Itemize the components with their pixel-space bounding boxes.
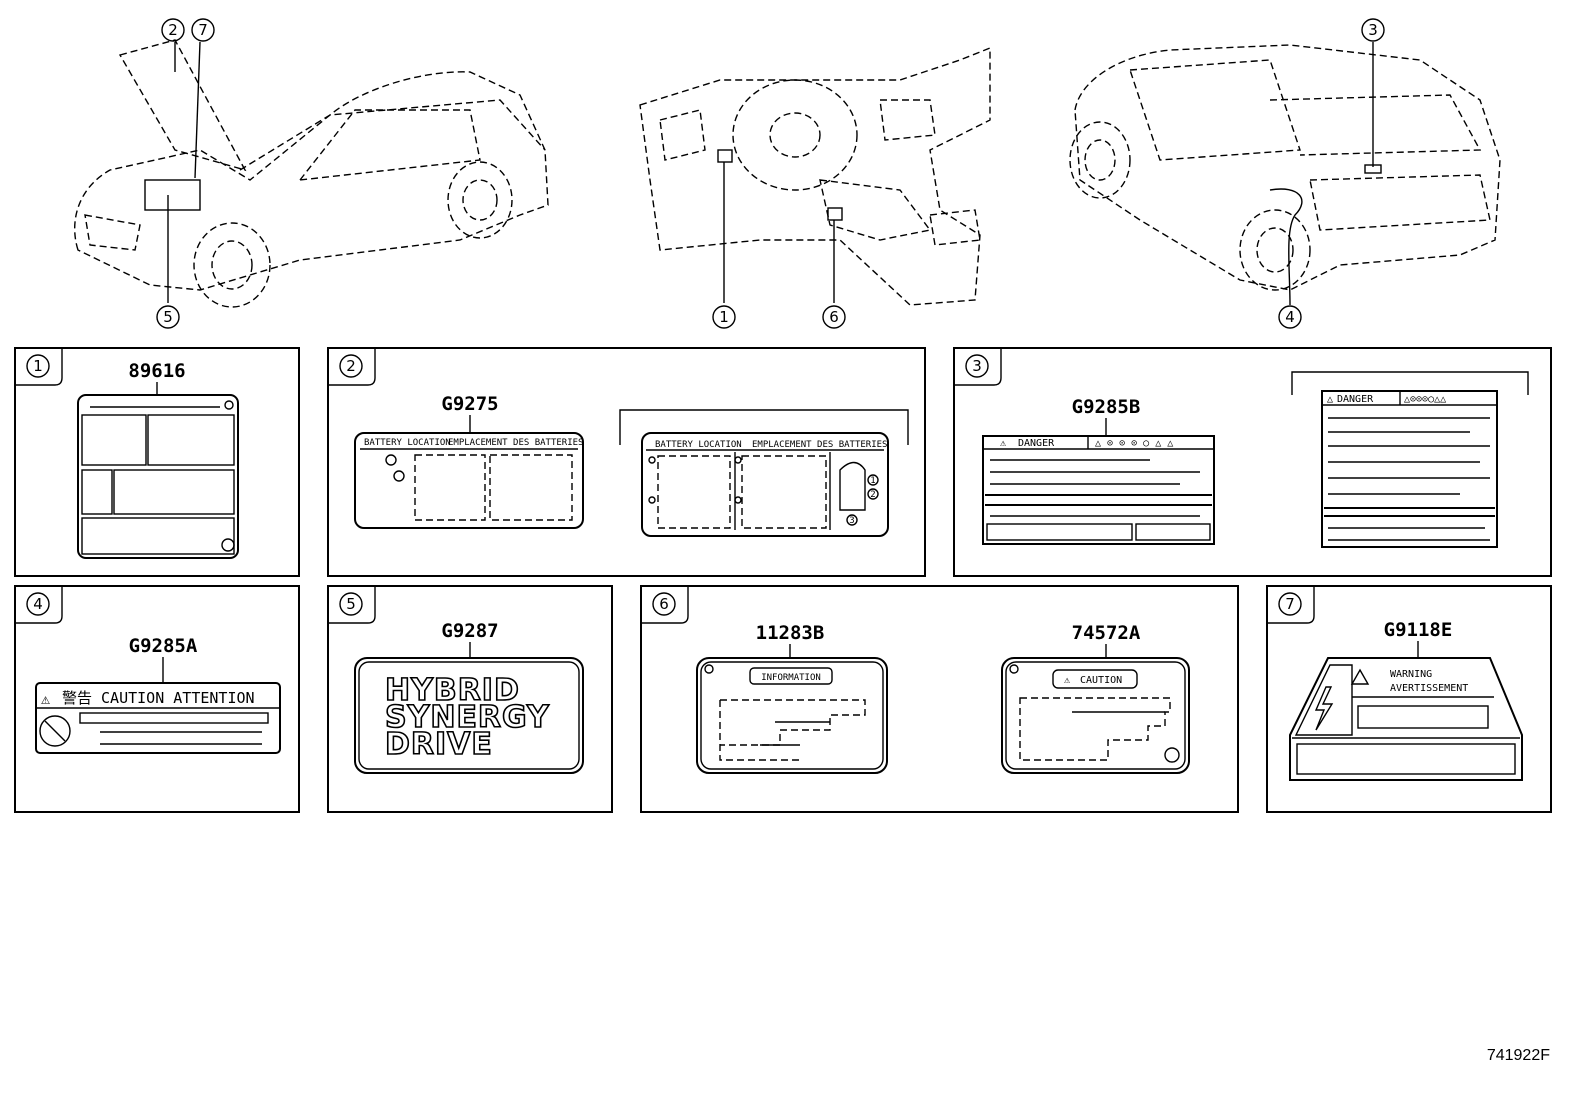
svg-text:⚠: ⚠ <box>1064 675 1071 686</box>
svg-text:2: 2 <box>168 21 178 39</box>
svg-text:G9275: G9275 <box>441 393 498 415</box>
panel-4: 4 G9285A ⚠ 警告 CAUTION ATTENTION <box>14 585 300 813</box>
svg-text:G9285B: G9285B <box>1072 396 1141 418</box>
panel-6: 6 11283B INFORMATION 74572A ⚠ CAUTION <box>640 585 1239 813</box>
svg-text:3: 3 <box>972 357 982 375</box>
svg-text:BATTERY LOCATION: BATTERY LOCATION <box>364 438 451 448</box>
svg-text:WARNING: WARNING <box>1390 669 1432 680</box>
svg-text:SYNERGY: SYNERGY <box>385 700 550 735</box>
callout-6: 6 <box>822 305 846 329</box>
svg-text:G9118E: G9118E <box>1384 619 1453 641</box>
svg-text:1: 1 <box>33 357 43 375</box>
svg-text:DANGER: DANGER <box>1018 438 1055 449</box>
svg-text:△⊙⊙⊙○△△: △⊙⊙⊙○△△ <box>1404 394 1446 405</box>
svg-text:CAUTION: CAUTION <box>1080 675 1122 686</box>
svg-text:6: 6 <box>659 595 669 613</box>
svg-text:G9285A: G9285A <box>129 635 198 657</box>
svg-text:7: 7 <box>198 21 208 39</box>
svg-text:6: 6 <box>829 308 839 326</box>
svg-text:89616: 89616 <box>128 360 185 382</box>
svg-text:INFORMATION: INFORMATION <box>761 673 821 683</box>
panel-2: 2 G9275 BATTERY LOCATION EMPLACEMENT DES… <box>327 347 926 577</box>
svg-text:EMPLACEMENT DES BATTERIES: EMPLACEMENT DES BATTERIES <box>448 438 583 448</box>
front-car-illustration <box>74 39 549 308</box>
svg-text:3: 3 <box>849 516 854 526</box>
callout-2: 2 <box>161 18 185 42</box>
svg-text:EMPLACEMENT DES BATTERIES: EMPLACEMENT DES BATTERIES <box>752 440 887 450</box>
svg-text:2: 2 <box>346 357 356 375</box>
diagram-ref-number: 741922F <box>1487 1047 1550 1064</box>
callout-4: 4 <box>1278 305 1302 329</box>
panel-1: 1 89616 <box>14 347 300 577</box>
svg-text:4: 4 <box>33 595 43 613</box>
svg-text:HYBRID: HYBRID <box>385 673 520 708</box>
svg-text:⚠: ⚠ <box>1000 438 1007 449</box>
panel-7: 7 G9118E WARNING AVERTISSEMENT <box>1266 585 1552 813</box>
svg-text:DRIVE: DRIVE <box>385 727 493 762</box>
svg-text:AVERTISSEMENT: AVERTISSEMENT <box>1390 683 1468 694</box>
svg-text:5: 5 <box>163 308 173 326</box>
panel-3: 3 G9285B ⚠ DANGER △ ⊙ ⊙ ⊙ ○ △ △ △ DANGER… <box>953 347 1552 577</box>
svg-text:⚠: ⚠ <box>41 690 50 708</box>
svg-text:△ ⊙ ⊙ ⊙ ○ △ △: △ ⊙ ⊙ ⊙ ○ △ △ <box>1095 438 1173 449</box>
svg-text:1: 1 <box>870 476 875 486</box>
svg-text:2: 2 <box>870 490 875 500</box>
svg-text:△: △ <box>1327 394 1333 405</box>
svg-text:5: 5 <box>346 595 356 613</box>
svg-text:74572A: 74572A <box>1072 622 1141 644</box>
callout-3: 3 <box>1361 18 1385 42</box>
rear-car-illustration <box>1069 42 1501 306</box>
svg-text:警告 CAUTION ATTENTION: 警告 CAUTION ATTENTION <box>62 689 255 707</box>
svg-text:7: 7 <box>1285 595 1295 613</box>
callout-5: 5 <box>156 305 180 329</box>
callout-1: 1 <box>712 305 736 329</box>
svg-text:3: 3 <box>1368 21 1378 39</box>
svg-text:DANGER: DANGER <box>1337 394 1374 405</box>
svg-text:G9287: G9287 <box>441 620 498 642</box>
panel-5: 5 G9287 HYBRID SYNERGY DRIVE <box>327 585 613 813</box>
svg-text:11283B: 11283B <box>756 622 825 644</box>
interior-dashboard-illustration <box>639 46 991 306</box>
callout-7: 7 <box>191 18 215 42</box>
svg-text:4: 4 <box>1285 308 1295 326</box>
svg-text:1: 1 <box>719 308 729 326</box>
svg-text:BATTERY LOCATION: BATTERY LOCATION <box>655 440 742 450</box>
